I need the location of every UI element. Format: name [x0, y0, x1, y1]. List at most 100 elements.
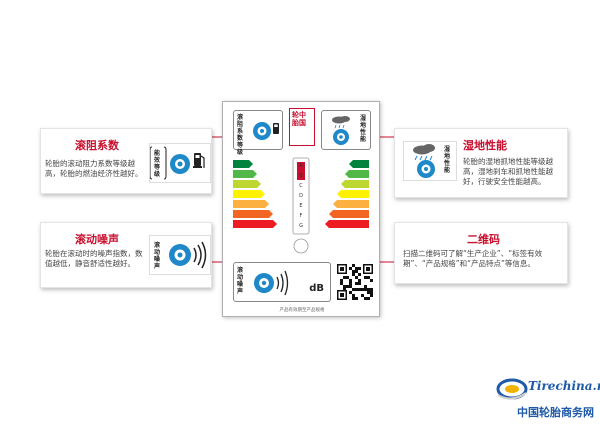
grade-letter-c: C	[299, 183, 303, 189]
qr-module	[355, 282, 358, 285]
qr-module	[367, 288, 370, 291]
label-qr-code	[337, 264, 373, 300]
right-grade-bar-g	[325, 220, 369, 228]
qr-module	[355, 288, 358, 291]
label-noise-text: 滚动噪声	[237, 267, 244, 295]
qr-module	[364, 288, 367, 291]
right-grade-bar-a	[349, 160, 369, 168]
left-grade-bar-f	[233, 210, 273, 218]
qr-module	[367, 276, 370, 279]
qr-module	[370, 291, 373, 294]
watermark-cn-text: 中国轮胎商务网	[517, 406, 594, 419]
qr-module	[358, 288, 361, 291]
card-qr-title: 二维码	[467, 233, 500, 246]
qr-module	[340, 279, 343, 282]
qr-finder-inner	[340, 267, 344, 271]
card-rolling-noise: 滚动噪声 轮胎在滚动时的噪声指数，数值越低，静音舒适性越好。 滚动噪声	[40, 222, 212, 288]
qr-module	[358, 273, 361, 276]
qr-module	[355, 297, 358, 300]
tire-fuel-pump-icon	[149, 146, 205, 180]
label-footer-text: 产品有效期至产品规格	[279, 308, 325, 313]
right-grade-bar-e	[333, 200, 369, 208]
grade-letter-f: F	[300, 213, 303, 219]
label-tire-fuel-icon	[253, 122, 279, 140]
card-qr-desc: 扫描二维码可了解“生产企业”、“标签有效期”、“产品规格”和“产品特点”等信息。	[403, 249, 543, 268]
qr-module	[349, 291, 352, 294]
label-wet-panel: 湿地性能	[321, 110, 371, 150]
card-rolling-title: 滚阻系数	[75, 139, 119, 152]
card-rolling-thumb: 能效等级	[149, 143, 211, 183]
tire-sound-waves-icon	[169, 241, 207, 269]
qr-module	[370, 294, 373, 297]
card-rolling-resistance: 滚阻系数 轮胎的滚动阻力系数等级越高，轮胎的燃油经济性越好。 能效等级	[40, 128, 212, 194]
card-wet-thumb-label: 湿地性能	[444, 146, 451, 174]
qr-module	[364, 297, 367, 300]
left-grade-bar-b	[233, 170, 257, 178]
grade-bulb	[293, 238, 309, 254]
grade-letter-d: D	[299, 193, 303, 199]
qr-module	[367, 297, 370, 300]
tirechina-logo-icon	[496, 378, 528, 400]
label-rolling-panel: 滚阻系数等级	[233, 110, 283, 156]
qr-module	[346, 285, 349, 288]
qr-module	[358, 282, 361, 285]
card-noise-desc: 轮胎在滚动时的噪声指数，数值越低，静音舒适性越好。	[45, 249, 143, 268]
qr-module	[355, 270, 358, 273]
label-tire-sound-icon	[254, 270, 289, 296]
right-grade-bars	[325, 160, 369, 228]
card-wet-desc: 轮胎的湿地抓地性能等级越高，湿地刹车和抓地性能越好，行驶安全性能越高。	[463, 157, 553, 186]
qr-module	[349, 285, 352, 288]
qr-module	[343, 276, 346, 279]
watermark-site-text: Tirechina.net	[528, 379, 600, 393]
label-center-badge: 轮中胎国	[289, 108, 315, 146]
grade-column-fill	[297, 162, 305, 180]
qr-module	[352, 270, 355, 273]
qr-module	[367, 291, 370, 294]
qr-finder-inner	[366, 267, 370, 271]
card-noise-thumb-label: 滚动噪声	[154, 242, 161, 270]
qr-module	[340, 282, 343, 285]
watermark-logo: Tirechina.net	[492, 373, 600, 403]
qr-module	[370, 288, 373, 291]
qr-module	[361, 294, 364, 297]
card-wet-grip: 湿地性能 湿地性能 轮胎的湿地抓地性能等级越高，湿地刹车和抓地性能越好，行驶安全…	[394, 128, 568, 198]
card-noise-thumb: 滚动噪声	[149, 235, 211, 275]
card-rolling-desc: 轮胎的滚动阻力系数等级越高，轮胎的燃油经济性越好。	[45, 159, 143, 178]
grade-letter-a: A	[299, 163, 303, 169]
card-rolling-thumb-label: 能效等级	[154, 150, 161, 178]
label-noise-panel: 滚动噪声 dB	[233, 262, 331, 302]
label-wet-text: 湿地性能	[360, 115, 367, 143]
qr-module	[349, 267, 352, 270]
card-noise-title: 滚动噪声	[75, 233, 119, 246]
label-center-text: 轮中胎国	[292, 111, 306, 127]
left-grade-bar-d	[233, 190, 265, 198]
tire-rain-cloud-icon	[413, 144, 435, 178]
right-grade-bar-d	[337, 190, 369, 198]
qr-module	[358, 279, 361, 282]
label-noise-unit: dB	[309, 283, 324, 294]
qr-module	[370, 279, 373, 282]
qr-module	[343, 288, 346, 291]
tire-energy-label: 滚阻系数等级 湿地性能 轮中胎国	[222, 101, 380, 317]
right-grade-bar-c	[341, 180, 369, 188]
card-qr-code: 二维码 扫描二维码可了解“生产企业”、“标签有效期”、“产品规格”和“产品特点”…	[394, 222, 568, 284]
grade-letter-e: E	[299, 203, 302, 209]
grade-letter-g: G	[299, 223, 303, 229]
right-grade-bar-f	[329, 210, 369, 218]
qr-code-icon	[337, 264, 373, 300]
qr-module	[361, 288, 364, 291]
qr-finder-inner	[340, 293, 344, 297]
left-grade-bar-g	[233, 220, 277, 228]
qr-module	[349, 279, 352, 282]
qr-module	[349, 282, 352, 285]
qr-module	[364, 276, 367, 279]
left-grade-bar-a	[233, 160, 253, 168]
label-rolling-text: 滚阻系数等级	[237, 114, 244, 156]
qr-module	[352, 294, 355, 297]
left-grade-bar-e	[233, 200, 269, 208]
right-grade-bar-b	[345, 170, 369, 178]
qr-module	[352, 264, 355, 267]
qr-module	[352, 273, 355, 276]
